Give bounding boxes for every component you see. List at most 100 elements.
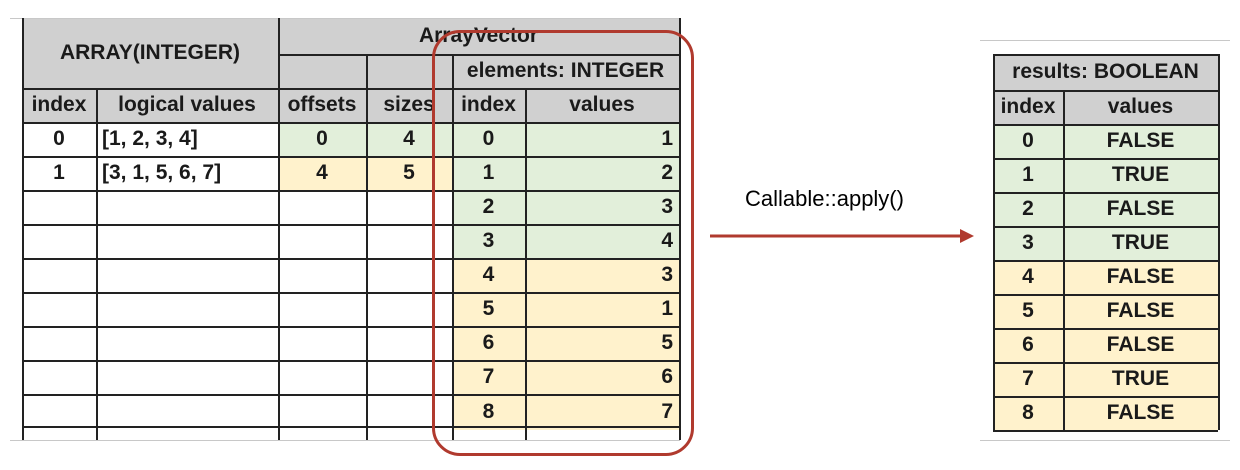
column-header: index: [452, 88, 525, 122]
result-index: 1: [993, 158, 1063, 192]
table-gridline: [22, 326, 679, 328]
table-gridline: [452, 54, 454, 440]
table-gridline: [993, 158, 1218, 160]
table-gridline: [22, 190, 679, 192]
table-gridline: [679, 18, 681, 440]
element-index: 8: [452, 394, 525, 430]
result-value: FALSE: [1063, 260, 1218, 294]
table-gridline: [96, 88, 98, 440]
result-value: FALSE: [1063, 124, 1218, 158]
array-row-logical-values: [3, 1, 5, 6, 7]: [102, 161, 222, 184]
table-gridline: [1063, 90, 1065, 430]
element-value: 6: [525, 360, 679, 394]
table-gridline: [22, 394, 679, 396]
table-gridline: [278, 18, 280, 440]
element-value: 2: [525, 156, 679, 190]
result-value: FALSE: [1063, 328, 1218, 362]
element-index: 0: [452, 122, 525, 156]
array-row-size: 4: [366, 122, 452, 156]
column-header: logical values: [96, 88, 278, 122]
array-row-logical-values: [1, 2, 3, 4]: [102, 127, 198, 150]
table-gridline: [525, 88, 527, 440]
result-value: TRUE: [1063, 226, 1218, 260]
apply-arrow: [710, 229, 974, 243]
result-index: 6: [993, 328, 1063, 362]
column-header: index: [22, 88, 96, 122]
table-gridline: [993, 260, 1218, 262]
table-gridline: [22, 360, 679, 362]
table-gridline: [366, 54, 368, 440]
results-column-header: index: [993, 90, 1063, 124]
table-gridline: [278, 54, 679, 56]
result-index: 5: [993, 294, 1063, 328]
table-gridline: [1218, 54, 1220, 430]
result-index: 8: [993, 396, 1063, 430]
result-index: 4: [993, 260, 1063, 294]
results-column-header: values: [1063, 90, 1218, 124]
result-index: 0: [993, 124, 1063, 158]
table-gridline: [993, 396, 1218, 398]
element-index: 3: [452, 224, 525, 258]
result-value: FALSE: [1063, 192, 1218, 226]
arrow-label: Callable::apply(): [745, 186, 904, 211]
element-index: 2: [452, 190, 525, 224]
element-value: 1: [525, 292, 679, 326]
table-gridline: [993, 430, 1218, 432]
table-gridline: [993, 54, 995, 430]
table-gridline: [22, 224, 679, 226]
element-value: 5: [525, 326, 679, 360]
element-index: 1: [452, 156, 525, 190]
element-value: 7: [525, 394, 679, 430]
array-row-index: 1: [53, 161, 65, 184]
table-gridline: [22, 156, 679, 158]
array-row-offset: 4: [278, 156, 366, 190]
result-value: FALSE: [1063, 396, 1218, 430]
table-gridline: [22, 426, 679, 428]
result-value: FALSE: [1063, 294, 1218, 328]
table-gridline: [993, 362, 1218, 364]
element-index: 6: [452, 326, 525, 360]
sheet-gridline: [980, 440, 1230, 441]
header-blank-offsets: [278, 54, 366, 88]
sheet-gridline: [980, 40, 1230, 41]
array-row-index: 0: [53, 127, 65, 150]
element-index: 7: [452, 360, 525, 394]
table-gridline: [993, 226, 1218, 228]
table-gridline: [22, 258, 679, 260]
table-gridline: [22, 88, 679, 90]
result-index: 3: [993, 226, 1063, 260]
sheet-gridline: [10, 440, 680, 441]
table-gridline: [993, 192, 1218, 194]
table-gridline: [993, 328, 1218, 330]
arrow-head: [960, 229, 974, 243]
elements-highlight-box: [432, 30, 694, 456]
result-index: 7: [993, 362, 1063, 396]
array-row-size: 5: [366, 156, 452, 190]
element-value: 3: [525, 258, 679, 292]
table-gridline: [22, 122, 679, 124]
element-value: 3: [525, 190, 679, 224]
element-value: 4: [525, 224, 679, 258]
table-gridline: [22, 292, 679, 294]
table-gridline: [993, 90, 1218, 92]
column-header: sizes: [366, 88, 452, 122]
array-integer-header: ARRAY(INTEGER): [22, 18, 278, 88]
table-gridline: [22, 18, 24, 440]
sheet-gridline: [10, 18, 680, 19]
element-value: 1: [525, 122, 679, 156]
elements-header: elements: INTEGER: [452, 54, 679, 88]
table-gridline: [993, 294, 1218, 296]
column-header: values: [525, 88, 679, 122]
results-header: results: BOOLEAN: [993, 54, 1218, 90]
header-blank-sizes: [366, 54, 452, 88]
element-index: 5: [452, 292, 525, 326]
result-value: TRUE: [1063, 362, 1218, 396]
table-gridline: [993, 124, 1218, 126]
result-index: 2: [993, 192, 1063, 226]
table-gridline: [993, 54, 1218, 56]
element-index: 4: [452, 258, 525, 292]
array-row-offset: 0: [278, 122, 366, 156]
result-value: TRUE: [1063, 158, 1218, 192]
